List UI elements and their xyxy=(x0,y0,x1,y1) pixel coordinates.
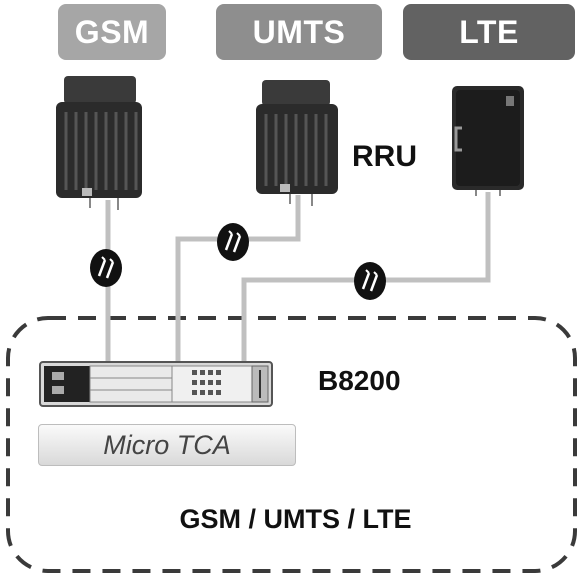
fiber-link-icon xyxy=(354,262,386,300)
tech-tab-lte: LTE xyxy=(403,4,575,60)
b8200-chassis-icon xyxy=(39,361,273,407)
connection-lines xyxy=(105,192,491,370)
fiber-link-icon xyxy=(90,249,122,287)
lte-rru-unit-icon xyxy=(452,86,524,196)
rru-unit-icon xyxy=(56,76,142,210)
micro-tca-label: Micro TCA xyxy=(38,424,296,466)
tech-tab-umts: UMTS xyxy=(216,4,382,60)
b8200-label: B8200 xyxy=(318,365,401,396)
fiber-link-icon xyxy=(217,223,249,261)
rru-unit-icon xyxy=(256,80,338,206)
rru-label: RRU xyxy=(352,140,417,173)
tech-tab-gsm: GSM xyxy=(58,4,166,60)
site-boundary xyxy=(6,316,577,573)
footer-tech-label: GSM / UMTS / LTE xyxy=(179,504,412,534)
